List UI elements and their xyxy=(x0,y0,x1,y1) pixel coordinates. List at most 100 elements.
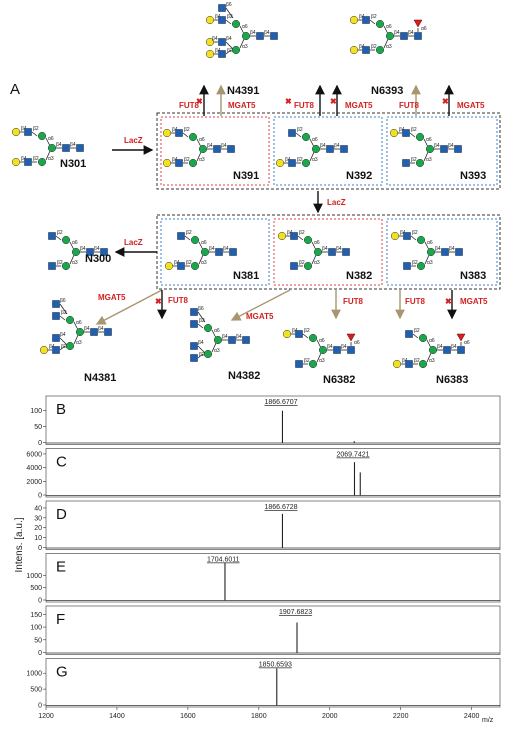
bond-line xyxy=(197,345,206,354)
bond-line xyxy=(316,352,322,363)
linkage-label: β4 xyxy=(209,246,215,252)
spectrum-frame xyxy=(45,553,501,603)
enzyme-fut8-5: FUT8 xyxy=(343,297,364,306)
linkage-label: α6 xyxy=(201,240,207,246)
galactose-circle xyxy=(282,329,292,339)
x-tick-label: 1600 xyxy=(180,713,196,720)
mannose-circle xyxy=(47,143,57,153)
galactose-circle xyxy=(11,127,21,137)
linkage-label: β4 xyxy=(285,157,291,163)
glcnac-square xyxy=(86,248,94,256)
linkage-label: β4 xyxy=(222,334,228,340)
linkage-label: α3 xyxy=(48,156,54,162)
linkage-label: β2 xyxy=(304,328,310,334)
mannose-circle xyxy=(301,132,311,142)
mannose-circle xyxy=(61,235,71,245)
linkage-label: β4 xyxy=(21,126,27,132)
galactose-circle xyxy=(205,37,215,47)
peak-label: 2069.7421 xyxy=(336,452,369,459)
box-n392 xyxy=(273,116,383,186)
glcnac-square xyxy=(218,16,226,24)
linkage-label: α3 xyxy=(72,260,78,266)
linkage-label: β2 xyxy=(299,230,305,236)
bond-line xyxy=(59,315,66,321)
mannose-circle xyxy=(190,261,200,271)
y-tick-label: 50 xyxy=(34,637,42,644)
y-tick-label: 0 xyxy=(38,440,42,447)
linkage-label: β2 xyxy=(33,156,39,162)
mannose-circle xyxy=(313,247,323,257)
glcnac-square xyxy=(403,262,411,270)
glcnac-square xyxy=(454,145,462,153)
arrow-n382-mgat5 xyxy=(230,289,291,321)
bond-line xyxy=(59,345,66,351)
bond-line xyxy=(225,49,232,55)
linkage-label: β2 xyxy=(371,14,377,20)
glcnac-square xyxy=(342,248,350,256)
y-tick-label: 0 xyxy=(38,650,42,657)
linkage-label: β4 xyxy=(359,14,365,20)
y-tick-label: 500 xyxy=(30,687,42,694)
label-n6393: N6393 xyxy=(371,85,403,97)
block-icon-2: ✖ xyxy=(285,97,292,106)
glcnac-square xyxy=(333,346,341,354)
linkage-label: β2 xyxy=(304,358,310,364)
glcnac-square xyxy=(326,145,334,153)
linkage-label: β2 xyxy=(414,328,420,334)
box-n382 xyxy=(273,218,383,286)
block-icon-6: ✖ xyxy=(445,297,452,306)
block-icon-4: ✖ xyxy=(442,97,449,106)
mannose-circle xyxy=(75,327,85,337)
glcnac-square xyxy=(229,248,237,256)
linkage-label: α6 xyxy=(314,240,320,246)
panel-label: F xyxy=(56,611,65,628)
glcnac-square xyxy=(443,346,451,354)
peak-label: 1907.6823 xyxy=(279,609,312,616)
bond-line xyxy=(311,241,317,251)
linkage-label: β4 xyxy=(172,127,178,133)
linkage-label: β4 xyxy=(215,14,221,20)
enzyme-fut8-2: FUT8 xyxy=(294,101,315,110)
linkage-label: β2 xyxy=(299,260,305,266)
glcnac-square xyxy=(405,330,413,338)
y-tick-label: 4000 xyxy=(26,465,42,472)
bond-line xyxy=(309,151,315,162)
panel-label: G xyxy=(56,664,68,681)
linkage-label: α3 xyxy=(426,157,432,163)
label-n382: N382 xyxy=(346,270,372,282)
y-tick-label: 0 xyxy=(38,703,42,710)
linkage-label: α6 xyxy=(427,240,433,246)
linkage-label: β4 xyxy=(221,143,227,149)
y-tick-label: 40 xyxy=(34,505,42,512)
glcnac-square xyxy=(328,248,336,256)
mannose-circle xyxy=(71,247,81,257)
galactose-circle xyxy=(164,261,174,271)
label-n6382: N6382 xyxy=(323,374,355,386)
label-n392: N392 xyxy=(346,170,372,182)
enzyme-lacz-2: LacZ xyxy=(327,198,346,207)
enzyme-mgat5-3: MGAT5 xyxy=(457,101,485,110)
bond-line xyxy=(197,323,204,329)
linkage-label: β4 xyxy=(60,332,66,338)
glcnac-square xyxy=(457,346,465,354)
linkage-label: β4 xyxy=(334,143,340,149)
linkage-label: β4 xyxy=(49,344,55,350)
linkage-label: β4 xyxy=(451,344,457,350)
bond-line xyxy=(410,235,417,241)
bond-line xyxy=(73,321,79,331)
panel-label: D xyxy=(56,506,67,523)
linkage-label: α6 xyxy=(242,24,248,30)
galactose-circle xyxy=(162,158,172,168)
bond-line xyxy=(409,132,416,138)
galactose-circle xyxy=(205,15,215,25)
glcnac-square xyxy=(48,262,56,270)
enzyme-fut8-3: FUT8 xyxy=(399,101,420,110)
